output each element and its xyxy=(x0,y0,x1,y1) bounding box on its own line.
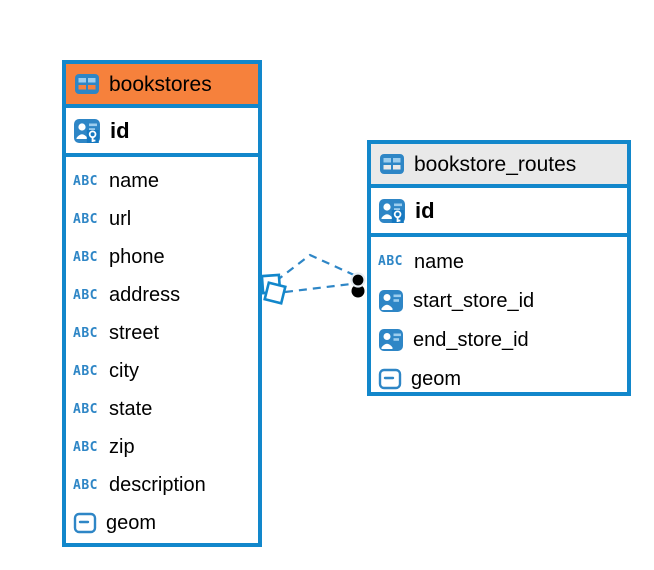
text-type-icon: ABC xyxy=(73,477,98,493)
column-row-phone[interactable]: ABC phone xyxy=(73,238,251,276)
relationship-line-start-store[interactable] xyxy=(284,282,352,294)
column-row-start_store_id[interactable]: start_store_id xyxy=(378,281,620,320)
table-header[interactable]: bookstore_routes xyxy=(371,144,627,188)
table-icon xyxy=(379,151,405,177)
relationship-diamond-marker[interactable] xyxy=(260,273,287,305)
primary-key-icon xyxy=(378,197,406,225)
reference-key-icon xyxy=(378,327,404,353)
column-row-name[interactable]: ABC name xyxy=(378,242,620,281)
object-type-icon xyxy=(73,511,97,535)
column-name: street xyxy=(109,322,160,344)
text-type-icon: ABC xyxy=(73,363,98,379)
column-row-zip[interactable]: ABC zip xyxy=(73,428,251,466)
column-row-end_store_id[interactable]: end_store_id xyxy=(378,320,620,359)
column-name: description xyxy=(109,474,206,496)
table-header[interactable]: bookstores xyxy=(66,64,258,108)
column-row-name[interactable]: ABC name xyxy=(73,162,251,200)
column-name: end_store_id xyxy=(413,328,529,351)
entity-table-bookstore-routes[interactable]: bookstore_routes id ABC name start_store_i… xyxy=(367,140,631,396)
column-name: zip xyxy=(109,436,135,458)
reference-key-icon xyxy=(378,288,404,314)
primary-key-name: id xyxy=(415,197,435,223)
primary-key-icon xyxy=(73,117,101,145)
column-row-url[interactable]: ABC url xyxy=(73,200,251,238)
relationship-dot-marker[interactable] xyxy=(350,272,366,298)
column-name: city xyxy=(109,360,139,382)
table-title: bookstores xyxy=(109,72,212,96)
text-type-icon: ABC xyxy=(73,287,98,303)
column-name: geom xyxy=(411,367,462,390)
column-row-state[interactable]: ABC state xyxy=(73,390,251,428)
text-type-icon: ABC xyxy=(73,249,98,265)
text-type-icon: ABC xyxy=(73,401,98,417)
text-type-icon: ABC xyxy=(73,211,98,227)
text-type-icon: ABC xyxy=(73,439,98,455)
primary-key-row[interactable]: id xyxy=(66,108,258,157)
column-name: geom xyxy=(106,512,157,534)
primary-key-row[interactable]: id xyxy=(371,188,627,237)
column-row-geom[interactable]: geom xyxy=(378,359,620,398)
relationship-line-end-store[interactable] xyxy=(275,253,355,282)
text-type-icon: ABC xyxy=(378,254,403,269)
text-type-icon: ABC xyxy=(73,325,98,341)
column-row-address[interactable]: ABC address xyxy=(73,276,251,314)
column-name: url xyxy=(109,208,132,230)
column-row-city[interactable]: ABC city xyxy=(73,352,251,390)
table-title: bookstore_routes xyxy=(414,152,577,176)
object-type-icon xyxy=(378,367,402,391)
text-type-icon: ABC xyxy=(73,173,98,189)
column-row-description[interactable]: ABC description xyxy=(73,466,251,504)
column-name: state xyxy=(109,398,153,420)
primary-key-name: id xyxy=(110,117,130,143)
column-row-geom[interactable]: geom xyxy=(73,504,251,542)
column-name: start_store_id xyxy=(413,289,535,312)
table-icon xyxy=(74,71,100,97)
column-name: name xyxy=(109,170,160,192)
column-name: phone xyxy=(109,246,165,268)
column-name: address xyxy=(109,284,181,306)
column-name: name xyxy=(414,250,465,273)
column-row-street[interactable]: ABC street xyxy=(73,314,251,352)
